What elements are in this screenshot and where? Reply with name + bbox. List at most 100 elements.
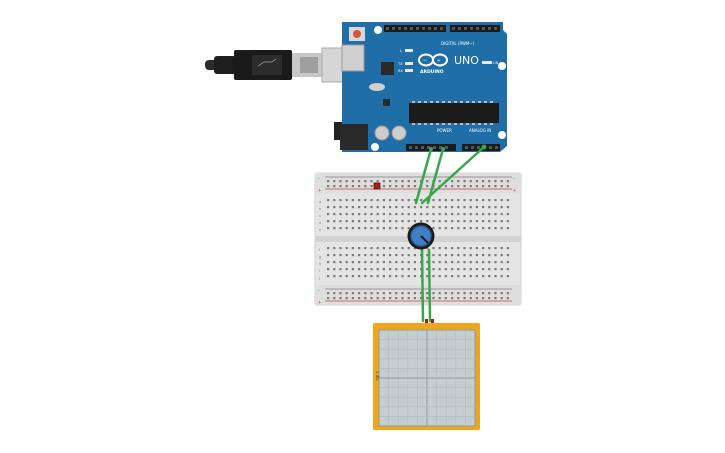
terminal-hole[interactable] <box>345 247 348 250</box>
terminal-hole[interactable] <box>364 206 367 209</box>
terminal-hole[interactable] <box>389 261 392 264</box>
terminal-hole[interactable] <box>438 261 441 264</box>
rail-hole[interactable] <box>407 292 410 295</box>
terminal-hole[interactable] <box>413 261 416 264</box>
terminal-hole[interactable] <box>420 275 423 278</box>
wires[interactable] <box>414 145 486 323</box>
terminal-hole[interactable] <box>364 199 367 202</box>
terminal-hole[interactable] <box>364 213 367 216</box>
terminal-hole[interactable] <box>395 275 398 278</box>
terminal-hole[interactable] <box>370 227 373 230</box>
rail-hole[interactable] <box>333 185 336 188</box>
rail-hole[interactable] <box>482 292 485 295</box>
terminal-hole[interactable] <box>345 261 348 264</box>
terminal-hole[interactable] <box>451 275 454 278</box>
rail-hole[interactable] <box>370 185 373 188</box>
terminal-hole[interactable] <box>358 213 361 216</box>
terminal-hole[interactable] <box>407 261 410 264</box>
rail-hole[interactable] <box>469 297 472 300</box>
terminal-hole[interactable] <box>469 220 472 223</box>
terminal-hole[interactable] <box>432 268 435 271</box>
terminal-hole[interactable] <box>488 220 491 223</box>
terminal-hole[interactable] <box>333 220 336 223</box>
terminal-hole[interactable] <box>438 268 441 271</box>
terminal-hole[interactable] <box>469 199 472 202</box>
terminal-hole[interactable] <box>469 261 472 264</box>
terminal-hole[interactable] <box>389 199 392 202</box>
terminal-hole[interactable] <box>345 227 348 230</box>
terminal-hole[interactable] <box>506 227 509 230</box>
terminal-hole[interactable] <box>382 261 385 264</box>
rail-hole[interactable] <box>500 297 503 300</box>
terminal-hole[interactable] <box>426 206 429 209</box>
terminal-hole[interactable] <box>345 220 348 223</box>
terminal-hole[interactable] <box>364 275 367 278</box>
rail-hole[interactable] <box>351 292 354 295</box>
terminal-hole[interactable] <box>382 247 385 250</box>
rail-hole[interactable] <box>345 185 348 188</box>
rail-hole[interactable] <box>500 180 503 183</box>
terminal-hole[interactable] <box>463 247 466 250</box>
terminal-hole[interactable] <box>482 261 485 264</box>
rail-hole[interactable] <box>420 297 423 300</box>
terminal-hole[interactable] <box>370 275 373 278</box>
rail-hole[interactable] <box>370 180 373 183</box>
terminal-hole[interactable] <box>333 268 336 271</box>
rail-hole[interactable] <box>451 185 454 188</box>
rail-hole[interactable] <box>426 185 429 188</box>
terminal-hole[interactable] <box>389 206 392 209</box>
probe-pin[interactable] <box>431 319 434 325</box>
terminal-hole[interactable] <box>506 275 509 278</box>
terminal-hole[interactable] <box>494 206 497 209</box>
terminal-hole[interactable] <box>426 275 429 278</box>
terminal-hole[interactable] <box>420 206 423 209</box>
terminal-hole[interactable] <box>438 206 441 209</box>
terminal-hole[interactable] <box>469 227 472 230</box>
terminal-hole[interactable] <box>482 199 485 202</box>
terminal-hole[interactable] <box>457 220 460 223</box>
terminal-hole[interactable] <box>339 206 342 209</box>
terminal-hole[interactable] <box>432 261 435 264</box>
rail-hole[interactable] <box>382 180 385 183</box>
terminal-hole[interactable] <box>451 227 454 230</box>
rail-hole[interactable] <box>457 297 460 300</box>
terminal-hole[interactable] <box>327 261 330 264</box>
terminal-hole[interactable] <box>370 206 373 209</box>
terminal-hole[interactable] <box>506 268 509 271</box>
terminal-hole[interactable] <box>444 261 447 264</box>
terminal-hole[interactable] <box>451 254 454 257</box>
terminal-hole[interactable] <box>463 275 466 278</box>
terminal-hole[interactable] <box>358 254 361 257</box>
rail-hole[interactable] <box>382 292 385 295</box>
terminal-hole[interactable] <box>420 220 423 223</box>
terminal-hole[interactable] <box>506 220 509 223</box>
terminal-hole[interactable] <box>389 213 392 216</box>
terminal-hole[interactable] <box>438 199 441 202</box>
terminal-hole[interactable] <box>457 268 460 271</box>
terminal-hole[interactable] <box>382 275 385 278</box>
terminal-hole[interactable] <box>482 206 485 209</box>
rail-hole[interactable] <box>488 297 491 300</box>
terminal-hole[interactable] <box>401 247 404 250</box>
terminal-hole[interactable] <box>444 247 447 250</box>
rail-hole[interactable] <box>327 292 330 295</box>
terminal-hole[interactable] <box>438 254 441 257</box>
rail-hole[interactable] <box>351 180 354 183</box>
terminal-hole[interactable] <box>444 275 447 278</box>
terminal-hole[interactable] <box>438 247 441 250</box>
probe-pin[interactable] <box>425 319 428 325</box>
terminal-hole[interactable] <box>494 247 497 250</box>
rail-hole[interactable] <box>494 292 497 295</box>
terminal-hole[interactable] <box>469 206 472 209</box>
terminal-hole[interactable] <box>438 213 441 216</box>
terminal-hole[interactable] <box>500 220 503 223</box>
rail-hole[interactable] <box>444 292 447 295</box>
rail-hole[interactable] <box>432 297 435 300</box>
terminal-hole[interactable] <box>401 254 404 257</box>
terminal-hole[interactable] <box>451 206 454 209</box>
rail-hole[interactable] <box>438 180 441 183</box>
rail-hole[interactable] <box>451 292 454 295</box>
rail-hole[interactable] <box>382 185 385 188</box>
rail-hole[interactable] <box>413 297 416 300</box>
terminal-hole[interactable] <box>426 254 429 257</box>
